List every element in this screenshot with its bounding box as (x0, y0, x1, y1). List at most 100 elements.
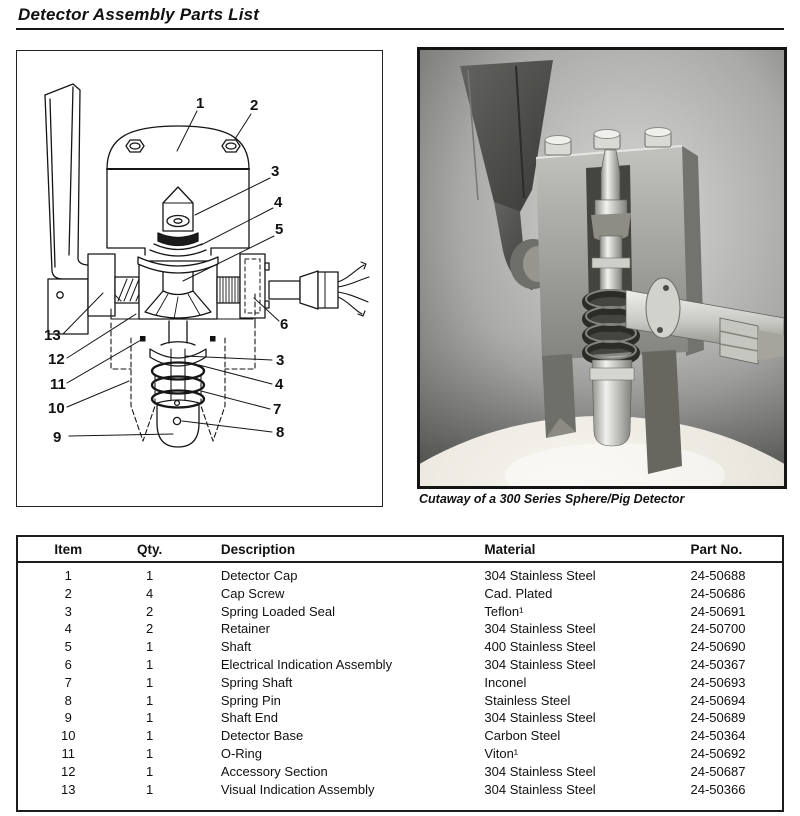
parts-cell: 1 (146, 745, 154, 761)
parts-cell: 9 (64, 710, 72, 726)
parts-cell: 304 Stainless Steel (484, 710, 596, 726)
parts-cell: 6 (64, 656, 72, 672)
parts-row: 6 1 Electrical Indication Assembly 304 Stai… (18, 656, 782, 674)
parts-cell: Spring Loaded Seal (220, 603, 336, 619)
parts-cell: 1 (146, 656, 154, 672)
header-part-no: Part No. (690, 541, 743, 557)
parts-cell: 1 (146, 710, 154, 726)
callout-number: 13 (44, 327, 61, 344)
callout-number: 1 (196, 95, 205, 112)
parts-cell: Detector Cap (220, 568, 298, 583)
parts-cell: 11 (61, 745, 76, 761)
parts-cell: 5 (64, 639, 72, 655)
parts-cell: 2 (64, 585, 72, 601)
parts-cell: Inconel (484, 674, 527, 690)
parts-cell: 1 (146, 781, 154, 797)
parts-cell: Retainer (220, 621, 270, 637)
parts-cell: Teflon¹ (484, 603, 524, 619)
parts-cell: 3 (64, 603, 72, 619)
detector-diagram-svg (44, 83, 370, 448)
parts-cell: 24-50700 (690, 621, 746, 637)
parts-cell: 4 (64, 621, 72, 637)
parts-cell: 24-50686 (690, 585, 746, 601)
parts-cell: Shaft (220, 639, 252, 655)
parts-cell: Spring Shaft (220, 674, 293, 690)
header-item: Item (54, 541, 83, 557)
parts-cell: 304 Stainless Steel (484, 656, 596, 672)
parts-cell: Stainless Steel (484, 692, 571, 708)
title-rule (16, 28, 784, 30)
parts-cell: 24-50367 (690, 656, 746, 672)
cutaway-photo-rendering (420, 50, 784, 486)
header-material: Material (484, 541, 536, 557)
parts-cell: 1 (146, 674, 154, 690)
parts-cell: 1 (146, 568, 154, 583)
parts-cell: 1 (146, 692, 154, 708)
parts-cell: O-Ring (220, 745, 263, 761)
callout-number: 11 (50, 376, 66, 393)
parts-cell: 24-50694 (690, 692, 746, 708)
parts-cell: Detector Base (220, 728, 304, 744)
parts-cell: Accessory Section (220, 763, 328, 779)
parts-cell: 304 Stainless Steel (484, 763, 596, 779)
header-description: Description (220, 541, 296, 557)
callout-number: 10 (48, 400, 65, 417)
parts-cell: 24-50366 (690, 781, 746, 797)
callout-number: 7 (273, 401, 282, 418)
callout-number: 4 (274, 194, 283, 211)
parts-cell: 24-50691 (690, 603, 746, 619)
parts-row: 9 1 Shaft End 304 Stainless Steel 24-50689 (18, 709, 782, 727)
parts-header-row: Item Qty. Description Material Part No. (18, 537, 782, 562)
parts-cell: 2 (146, 621, 154, 637)
callout-number: 9 (53, 429, 62, 446)
parts-cell: 24-50364 (690, 728, 746, 744)
parts-row: 13 1 Visual Indication Assembly 304 Stainle… (18, 781, 782, 799)
page-title: Detector Assembly Parts List (18, 5, 260, 24)
parts-row: 5 1 Shaft 400 Stainless Steel 24-50690 (18, 638, 782, 656)
parts-cell: Shaft End (220, 710, 278, 726)
parts-row: 12 1 Accessory Section 304 Stainless Steel 2… (18, 763, 782, 781)
parts-cell: 24-50692 (690, 745, 746, 761)
parts-cell: 4 (146, 585, 154, 601)
callout-number: 4 (275, 376, 284, 393)
parts-cell: 400 Stainless Steel (484, 639, 596, 655)
parts-cell: 10 (61, 728, 76, 744)
detector-diagram-figure: 1 2 3 4 5 6 13 12 11 10 9 3 4 7 8 (16, 50, 383, 507)
callout-number: 6 (280, 316, 289, 333)
parts-cell: 1 (146, 639, 154, 655)
parts-cell: 12 (61, 763, 76, 779)
parts-row: 8 1 Spring Pin Stainless Steel 24-50694 (18, 692, 782, 710)
parts-row: 2 4 Cap Screw Cad. Plated 24-50686 (18, 585, 782, 603)
callout-number: 3 (276, 352, 285, 369)
parts-cell: 7 (64, 674, 72, 690)
parts-table: Item Qty. Description Material Part No. … (18, 537, 782, 798)
parts-cell: 1 (146, 763, 154, 779)
parts-cell: Electrical Indication Assembly (220, 656, 393, 672)
parts-cell: 24-50689 (690, 710, 746, 726)
parts-cell: 1 (146, 728, 154, 744)
parts-cell: 304 Stainless Steel (484, 781, 596, 797)
parts-cell: 2 (146, 603, 154, 619)
callout-number: 3 (271, 163, 280, 180)
parts-cell: Cad. Plated (484, 585, 553, 601)
parts-cell: 24-50687 (690, 763, 746, 779)
parts-cell: 8 (64, 692, 72, 708)
parts-cell: 24-50690 (690, 639, 746, 655)
parts-cell: Cap Screw (220, 585, 285, 601)
parts-row: 4 2 Retainer 304 Stainless Steel 24-50700 (18, 620, 782, 638)
parts-row: 1 1 Detector Cap 304 Stainless Steel 24-5068… (18, 562, 782, 585)
parts-cell: Visual Indication Assembly (220, 781, 375, 797)
callout-number: 5 (275, 221, 284, 238)
parts-cell: 1 (64, 568, 72, 583)
parts-cell: 24-50688 (690, 568, 746, 583)
parts-row: 3 2 Spring Loaded Seal Teflon¹ 24-50691 (18, 603, 782, 621)
parts-cell: 13 (61, 781, 76, 797)
parts-cell: 304 Stainless Steel (484, 621, 596, 637)
parts-cell: 304 Stainless Steel (484, 568, 596, 583)
parts-cell: Spring Pin (220, 692, 281, 708)
